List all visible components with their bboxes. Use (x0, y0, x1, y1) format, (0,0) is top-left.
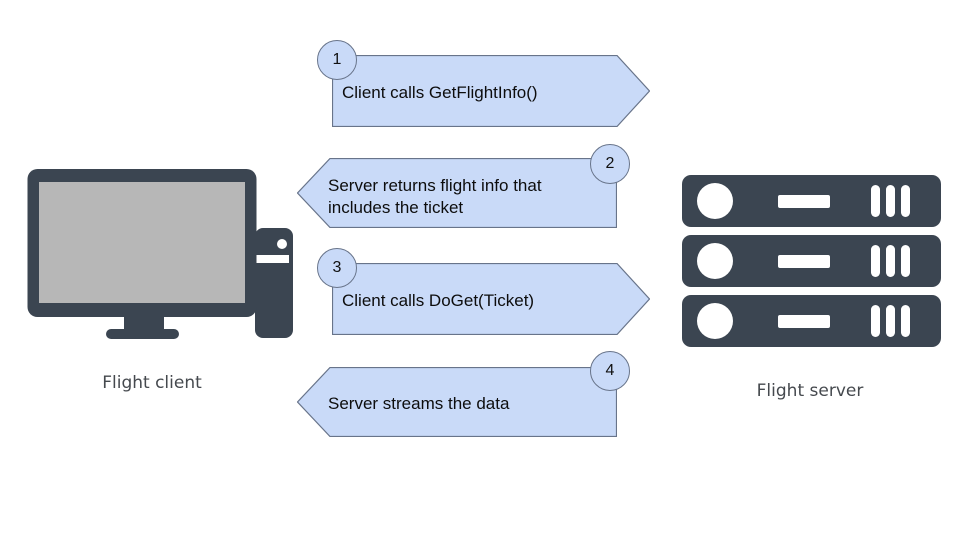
step-1-arrow: 1 Client calls GetFlightInfo() (317, 40, 650, 127)
server-label: Flight server (756, 381, 864, 401)
step-number-badge: 1 (317, 40, 357, 80)
step-3-arrow: 3 Client calls DoGet(Ticket) (317, 248, 650, 335)
step-number-badge: 4 (590, 351, 630, 391)
server-rack-icon (682, 175, 941, 347)
step-text: Server returns flight info that includes… (328, 176, 542, 217)
step-4-arrow: 4 Server streams the data (297, 351, 631, 440)
left-arrow-shape (297, 158, 617, 228)
step-number-badge: 2 (590, 144, 630, 184)
step-text: Client calls DoGet(Ticket) (342, 291, 535, 310)
step-text: Server streams the data (328, 394, 510, 413)
step-text: Client calls GetFlightInfo() (342, 83, 538, 102)
left-arrow-shape (297, 367, 617, 437)
desktop-computer-icon (27, 169, 293, 339)
step-number-badge: 3 (317, 248, 357, 288)
client-label: Flight client (102, 373, 202, 393)
right-arrow-shape (332, 263, 650, 335)
right-arrow-shape (332, 55, 650, 127)
step-2-arrow: 2 Server returns flight info that includ… (297, 144, 631, 248)
